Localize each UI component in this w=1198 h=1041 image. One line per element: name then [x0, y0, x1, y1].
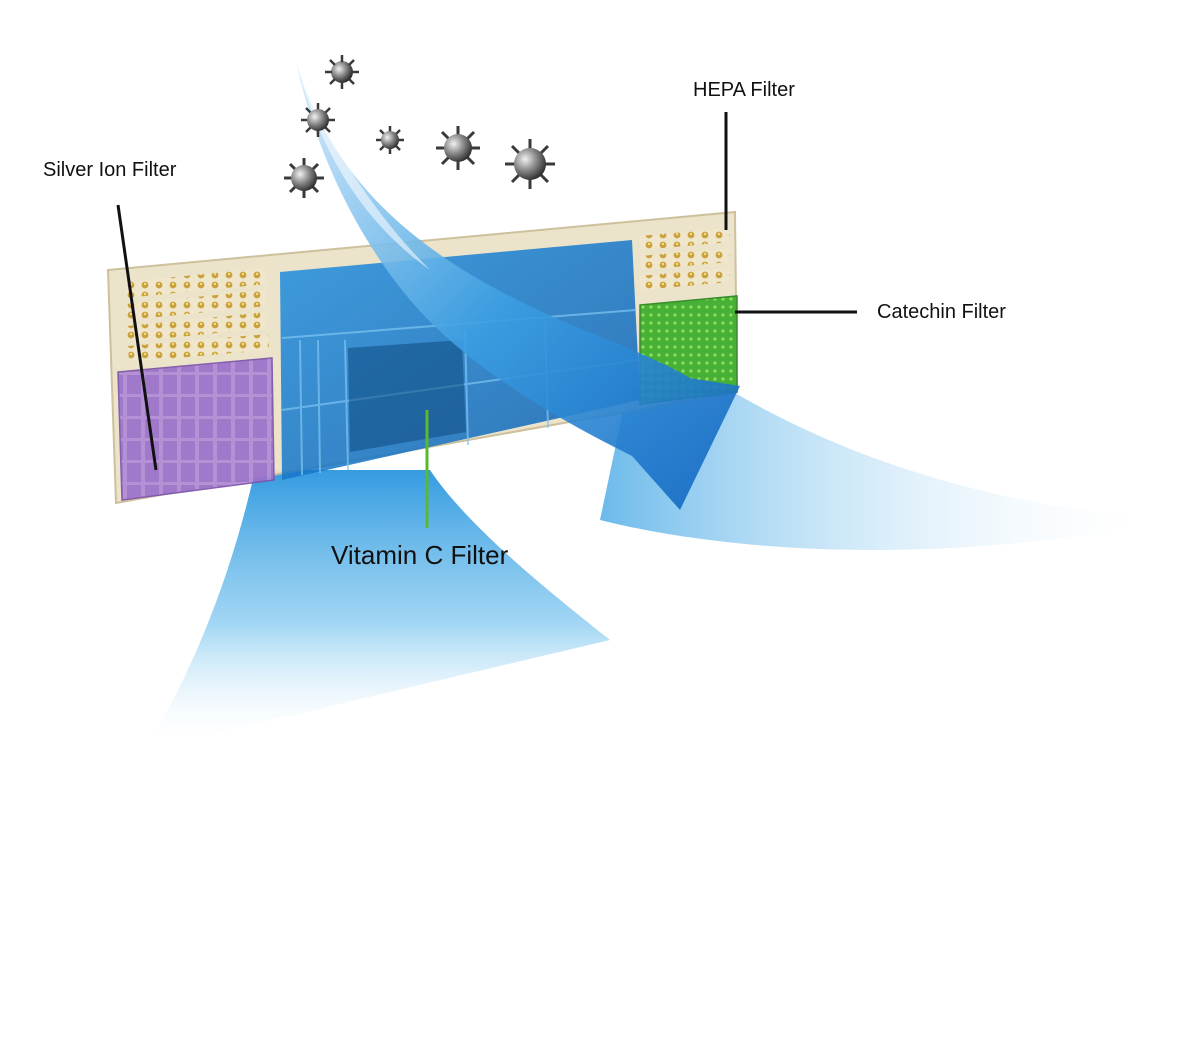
airflow-arrow-icon: [296, 62, 740, 510]
dust-particle-icon: [325, 55, 359, 89]
vitamin-c-filter-label: Vitamin C Filter: [331, 540, 509, 570]
dust-particle-icon: [301, 103, 335, 137]
dust-particles: [284, 55, 555, 198]
silver-ion-leader-line: [116, 204, 158, 471]
dust-particle-icon: [376, 126, 404, 154]
vitamin-c-mesh: [348, 340, 466, 452]
hepa-strips-right: [640, 228, 730, 290]
dust-particle-icon: [284, 158, 324, 198]
dust-particle-icon: [505, 139, 555, 189]
silver-ion-filter-label: Silver Ion Filter: [43, 159, 177, 181]
hepa-strips-left: [125, 268, 269, 362]
catechin-filter-label: Catechin Filter: [877, 301, 1006, 323]
hepa-filter-label: HEPA Filter: [693, 79, 795, 101]
dust-particle-icon: [436, 126, 480, 170]
airflow-plume-right: [600, 330, 1170, 550]
airflow-plume-down: [145, 470, 610, 750]
silver-ion-filter-panel: [117, 357, 275, 501]
